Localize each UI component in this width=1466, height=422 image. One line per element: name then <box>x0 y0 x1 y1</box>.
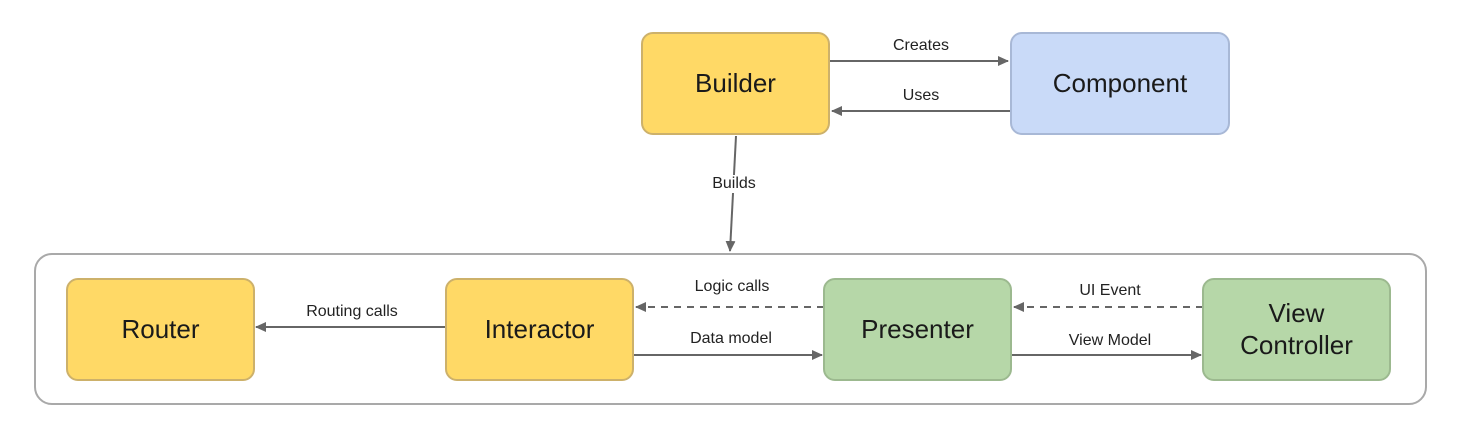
component-node: Component <box>1010 32 1230 135</box>
interactor-node: Interactor <box>445 278 634 381</box>
view-controller-label: View Controller <box>1240 298 1353 360</box>
component-label: Component <box>1052 67 1188 98</box>
view-controller-node: View Controller <box>1202 278 1391 381</box>
builder-label: Builder <box>695 67 776 98</box>
uses-label: Uses <box>902 87 940 104</box>
interactor-label: Interactor <box>484 313 595 344</box>
builds-label: Builds <box>710 175 758 193</box>
presenter-label: Presenter <box>861 313 974 344</box>
builder-node: Builder <box>641 32 830 135</box>
router-node: Router <box>66 278 255 381</box>
router-label: Router <box>121 313 200 344</box>
view-model-label: View Model <box>1068 332 1152 349</box>
presenter-node: Presenter <box>823 278 1012 381</box>
rib-container <box>34 253 1427 405</box>
ui-event-label: UI Event <box>1079 282 1141 299</box>
data-model-label: Data model <box>690 330 772 347</box>
builds-arrow <box>725 135 737 252</box>
creates-label: Creates <box>892 37 950 54</box>
routing-calls-label: Routing calls <box>306 303 398 320</box>
logic-calls-label: Logic calls <box>694 278 770 295</box>
